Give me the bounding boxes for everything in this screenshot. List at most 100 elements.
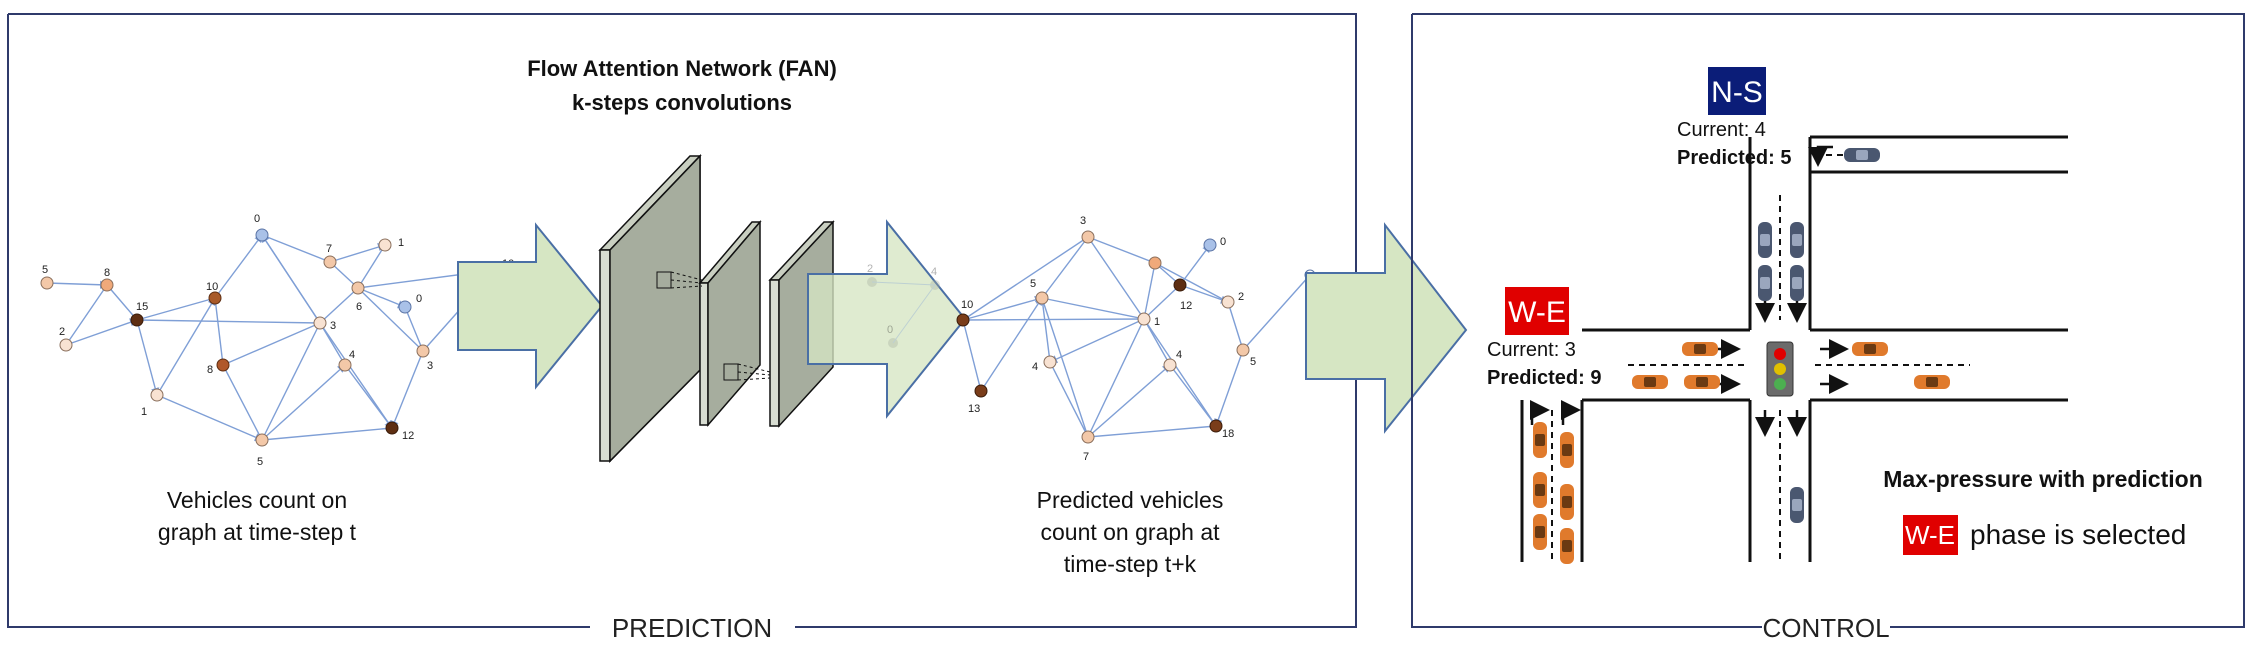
output-node-label: 5	[1030, 278, 1036, 290]
output-node-label: 3	[1080, 215, 1086, 227]
traffic-light	[1766, 341, 1794, 397]
conv-layer-2	[698, 219, 762, 428]
flow-arrow-1	[457, 222, 604, 390]
input-node-label: 2	[59, 326, 65, 338]
right-caption-line: count on graph at	[1040, 519, 1220, 545]
output-node-label: 12	[1180, 300, 1192, 312]
input-node-label: 3	[330, 320, 336, 332]
input-node-label: 8	[207, 364, 213, 376]
input-node-label: 8	[104, 267, 110, 279]
input-node-label: 10	[206, 281, 218, 293]
right-caption-line: Predicted vehicles	[1037, 487, 1224, 513]
output-node	[1221, 295, 1235, 309]
direction-arrows	[1530, 145, 1849, 437]
ns-badge-background	[1708, 67, 1766, 115]
overlay-node-label: 2	[867, 263, 873, 275]
flow-arrow-3	[1305, 222, 1468, 434]
input-node	[40, 276, 54, 290]
input-node-label: 5	[257, 456, 263, 468]
intersection-roads	[1520, 135, 2068, 562]
input-node	[59, 338, 73, 352]
input-node-label: 12	[402, 430, 414, 442]
output-node	[1209, 419, 1223, 433]
output-graph-nodes	[956, 230, 1316, 444]
vehicles	[1533, 148, 1950, 564]
output-node	[1173, 278, 1187, 292]
input-node	[323, 255, 337, 269]
input-node-label: 1	[398, 237, 404, 249]
network-title-line-2: k-steps convolutions	[572, 90, 792, 115]
input-node	[150, 388, 164, 402]
input-node	[216, 358, 230, 372]
output-node	[1203, 238, 1217, 252]
overlay-node-label: 4	[931, 266, 937, 278]
input-node-label: 3	[427, 360, 433, 372]
output-node-label: 13	[968, 403, 980, 415]
control-frame	[1411, 13, 2245, 628]
ns-current: Current: 4	[1677, 119, 1766, 141]
input-node	[385, 421, 399, 435]
overlay-node-label: 0	[887, 324, 893, 336]
prediction-panel: PREDICTION Flow Attention Network (FAN) …	[7, 13, 1357, 643]
output-node-label: 0	[1220, 236, 1226, 248]
input-node	[313, 316, 327, 330]
input-node-label: 0	[416, 293, 422, 305]
output-node	[956, 313, 970, 327]
output-node	[1236, 343, 1250, 357]
input-node-label: 7	[326, 243, 332, 255]
output-node-label: 4	[1032, 361, 1038, 373]
output-node-label: 18	[1222, 428, 1234, 440]
output-node	[974, 384, 988, 398]
network-title-line-1: Flow Attention Network (FAN)	[527, 56, 837, 81]
input-node	[416, 344, 430, 358]
we-badge-background	[1505, 287, 1569, 335]
output-node	[1043, 355, 1057, 369]
left-caption-line: Vehicles count on	[167, 487, 347, 513]
input-node-label: 1	[141, 406, 147, 418]
input-node-label: 0	[254, 213, 260, 225]
prediction-section-label: PREDICTION	[612, 613, 772, 643]
input-graph: 5 8 2 15 10 1 8 0 7 1 6 0 3 4 3 5 12 10	[40, 213, 514, 468]
left-caption: Vehicles count on graph at time-step t	[158, 487, 357, 545]
output-node	[1148, 256, 1162, 270]
input-node	[378, 238, 392, 252]
output-node-label: 4	[1176, 349, 1182, 361]
ns-predicted: Predicted: 5	[1677, 147, 1791, 169]
we-current: Current: 3	[1487, 339, 1576, 361]
output-node-label: 7	[1083, 451, 1089, 463]
output-node	[1081, 230, 1095, 244]
control-panel: CONTROL	[1411, 13, 2245, 643]
input-node	[398, 300, 412, 314]
selected-badge: W-E	[1905, 520, 1955, 550]
ns-badge: N-S	[1711, 76, 1763, 109]
output-node-label: 1	[1154, 316, 1160, 328]
input-graph-nodes	[40, 228, 502, 447]
input-node	[338, 358, 352, 372]
receptive-field-lines	[656, 271, 771, 381]
selected-text: phase is selected	[1970, 519, 2186, 550]
input-node-label: 5	[42, 264, 48, 276]
input-node	[100, 278, 114, 292]
input-node-label: 4	[349, 349, 355, 361]
we-badge: W-E	[1508, 296, 1566, 329]
output-node	[1163, 358, 1177, 372]
left-caption-line: graph at time-step t	[158, 519, 357, 545]
output-node-label: 2	[1238, 291, 1244, 303]
flow-arrow-2	[807, 219, 967, 419]
output-node	[1081, 430, 1095, 444]
input-graph-edges	[46, 233, 496, 442]
output-node-label: 5	[1250, 356, 1256, 368]
we-predicted: Predicted: 9	[1487, 367, 1601, 389]
conv-layer-1	[598, 154, 702, 463]
lane-dividers	[1551, 154, 1970, 560]
input-node	[130, 313, 144, 327]
conv-overlay-graph: 2 4 0	[867, 263, 940, 348]
method-title: Max-pressure with prediction	[1883, 466, 2203, 492]
output-graph: 10 3 5 0 12 2 1 4 4 5 13 7 18	[956, 215, 1316, 463]
input-node-label: 15	[136, 301, 148, 313]
output-node-label: 10	[961, 299, 973, 311]
input-node	[208, 291, 222, 305]
input-node	[351, 281, 365, 295]
selected-badge-background	[1903, 515, 1958, 555]
